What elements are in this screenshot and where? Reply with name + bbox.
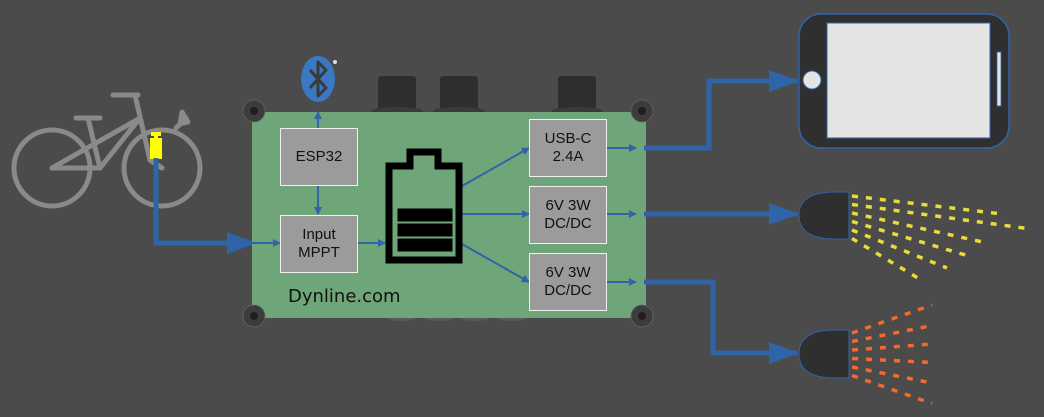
bicycle-icon (11, 92, 203, 209)
beam-ray (851, 323, 933, 344)
rear-light-beam (851, 303, 933, 406)
dcdc-front-block: 6V 3W DC/DC (529, 186, 607, 244)
smartphone-icon (798, 13, 1010, 149)
input-mppt-block: Input MPPT (280, 215, 358, 273)
beam-ray (851, 211, 988, 245)
mounting-holes (242, 99, 654, 328)
beam-ray (851, 228, 948, 270)
usb-c-block: USB-C 2.4A (529, 119, 607, 177)
usb-to-phone-arrow (644, 70, 799, 151)
brand-label: Dynline.com (288, 286, 401, 307)
esp32-block: ESP32 (280, 128, 358, 186)
front-light-icon (798, 191, 850, 240)
beam-ray (851, 365, 933, 385)
battery-icon (385, 148, 463, 264)
dynamo-to-mppt-arrow (153, 158, 257, 254)
beam-ray (851, 342, 933, 352)
beam-ray (851, 219, 968, 258)
beam-ray (851, 303, 933, 335)
dcdc-rear-block: 6V 3W DC/DC (529, 253, 607, 311)
internal-arrows (252, 111, 637, 286)
dcdc-to-rear-light-arrow (644, 279, 799, 364)
beam-ray (851, 373, 933, 406)
rear-light-icon (798, 329, 850, 379)
bluetooth-icon (301, 56, 337, 102)
front-light-beam (851, 194, 1028, 283)
connector-top (371, 76, 603, 115)
beam-ray (851, 236, 923, 283)
dynamo-icon (150, 132, 162, 159)
beam-ray (851, 194, 1003, 216)
beam-ray (851, 356, 933, 365)
beam-ray (851, 202, 1028, 231)
